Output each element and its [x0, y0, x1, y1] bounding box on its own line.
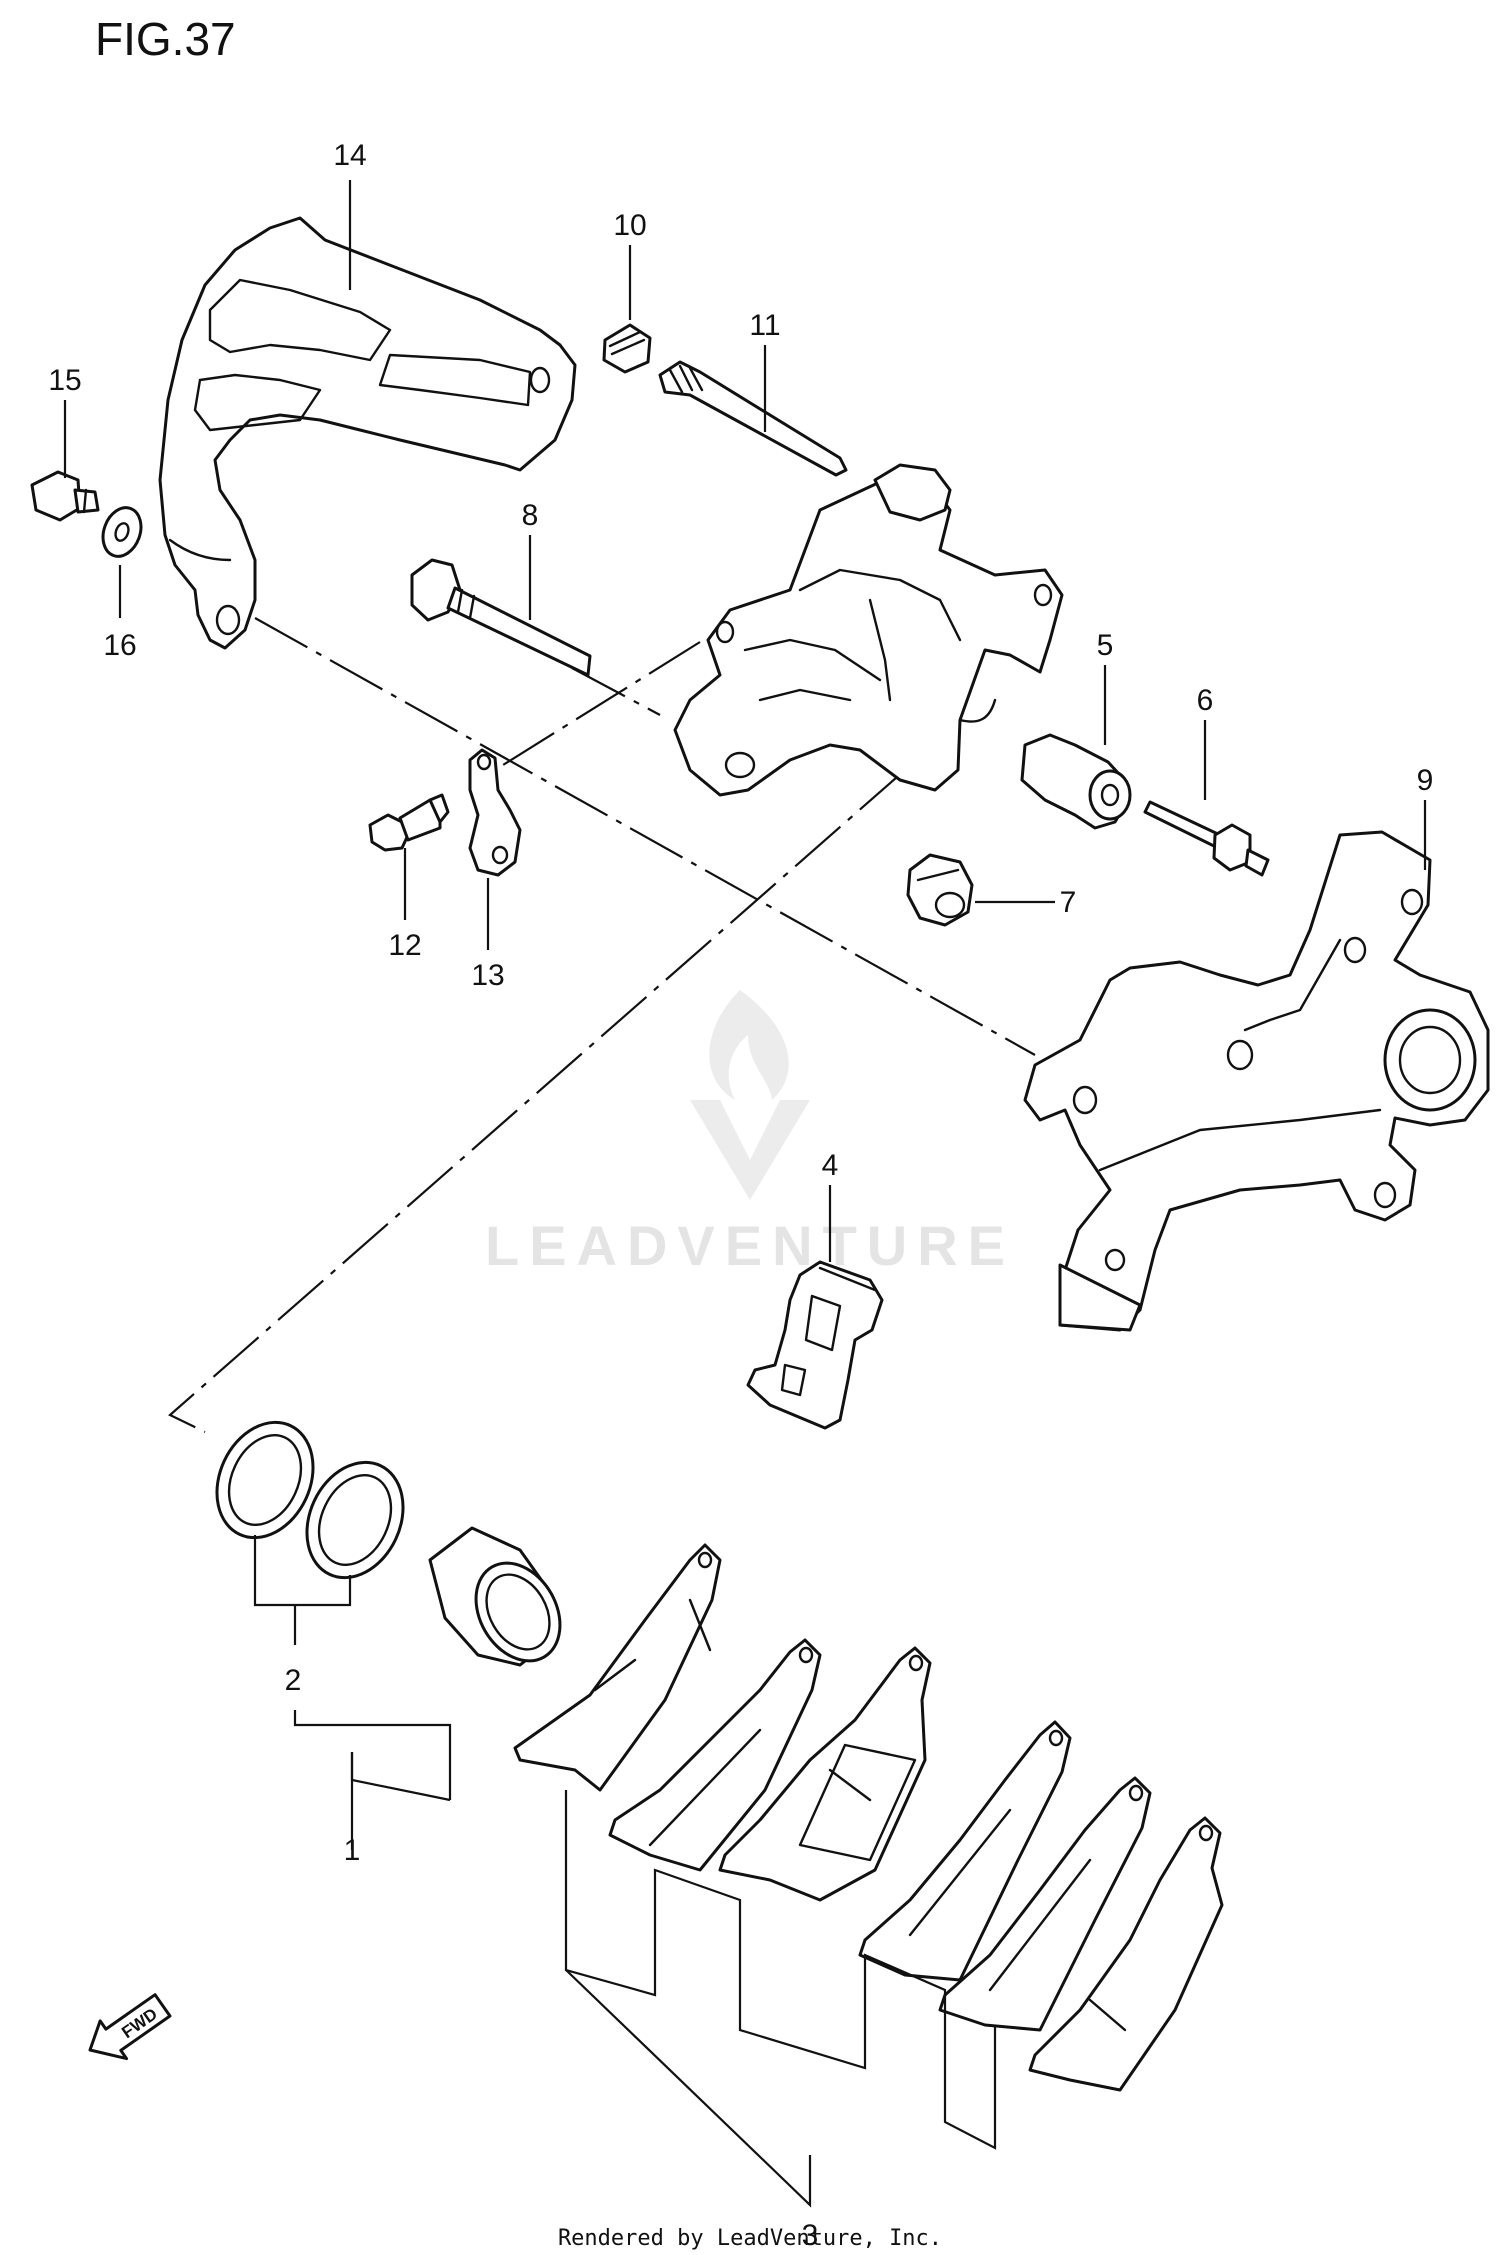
pad-6 [1028, 1816, 1224, 2092]
flange-bolt [30, 470, 100, 522]
callout-11: 11 [749, 309, 780, 342]
figure-title: FIG.37 [95, 13, 236, 65]
callout-8: 8 [522, 499, 539, 532]
pad-5 [938, 1776, 1152, 2032]
slide-sleeve [1020, 733, 1132, 830]
piston-seal-inner [305, 1460, 405, 1580]
caliper-guard [158, 216, 577, 650]
callout-4: 4 [822, 1149, 839, 1182]
caliper-pin [410, 558, 592, 677]
callout-5: 5 [1097, 629, 1114, 662]
callout-12: 12 [388, 929, 421, 962]
caliper-piston [428, 1526, 562, 1667]
caliper-bracket [1023, 830, 1490, 1332]
callout-14: 14 [333, 139, 366, 172]
pad-spring [746, 1260, 884, 1430]
callout-3: 3 [802, 2219, 819, 2252]
piston-seal-outer [215, 1420, 315, 1540]
sleeve-bolt [1143, 800, 1270, 877]
watermark: LEADVENTURE [485, 990, 1015, 1277]
slide-pin [658, 360, 848, 477]
pad-4 [858, 1720, 1072, 1982]
washer [101, 506, 143, 558]
pad-2 [608, 1638, 822, 1872]
brake-pads [513, 1543, 1224, 2092]
callout-6: 6 [1197, 684, 1214, 717]
callout-16: 16 [103, 629, 136, 662]
leadventure-flame-logo-icon [690, 990, 810, 1200]
pad-1 [513, 1543, 722, 1792]
callout-10: 10 [613, 209, 646, 242]
footer-credit: Rendered by LeadVenture, Inc. [558, 2226, 942, 2251]
pad-3 [718, 1646, 932, 1902]
bleeder-screw [368, 793, 450, 852]
callout-15: 15 [48, 364, 81, 397]
watermark-text: LEADVENTURE [485, 1214, 1015, 1277]
callout-labels: 1 2 3 4 5 6 7 8 9 10 11 12 13 14 15 16 [48, 139, 1433, 2252]
fwd-arrow-icon: FWD [88, 1993, 172, 2061]
bracket-13 [468, 748, 522, 877]
nut [906, 853, 974, 927]
callout-9: 9 [1417, 764, 1434, 797]
callout-7: 7 [1060, 886, 1077, 919]
pin-boot [602, 323, 652, 374]
callout-13: 13 [471, 959, 504, 992]
leader-lines [63, 180, 1427, 2208]
caliper-body [673, 463, 1064, 797]
callout-1: 1 [344, 1834, 361, 1867]
callout-2: 2 [285, 1664, 302, 1697]
